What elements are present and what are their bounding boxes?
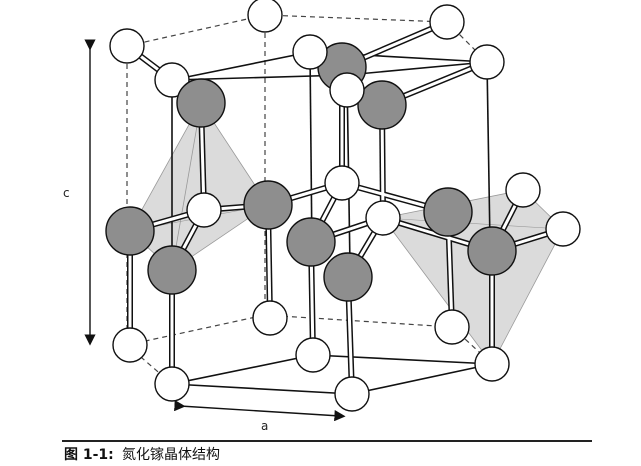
gallium-atom (323, 252, 373, 302)
nitrogen-atom (365, 200, 401, 236)
nitrogen-atom (505, 172, 541, 208)
nitrogen-atom (474, 346, 510, 382)
nitrogen-atom (334, 376, 370, 412)
nitrogen-atom (545, 211, 581, 247)
nitrogen-atom (154, 366, 190, 402)
gallium-atom (357, 80, 407, 130)
nitrogen-atom (329, 72, 365, 108)
nitrogen-atom (434, 309, 470, 345)
atoms (105, 0, 581, 412)
nitrogen-atom (109, 28, 145, 64)
gallium-atom (286, 217, 336, 267)
nitrogen-atom (324, 165, 360, 201)
nitrogen-atom (295, 337, 331, 373)
nitrogen-atom (247, 0, 283, 33)
tetrahedron-right (382, 189, 564, 365)
a-axis-label: a (261, 419, 268, 433)
caption-label: 图 1-1: (64, 447, 114, 463)
nitrogen-atom (112, 327, 148, 363)
gallium-atom (423, 187, 473, 237)
nitrogen-atom (429, 4, 465, 40)
gallium-atom (176, 78, 226, 128)
gallium-atom (147, 245, 197, 295)
a-axis: a (174, 400, 346, 433)
caption-text: 氮化镓晶体结构 (122, 447, 220, 463)
nitrogen-atom (252, 300, 288, 336)
nitrogen-atom (154, 62, 190, 98)
gallium-atom (243, 180, 293, 230)
gallium-atom (105, 206, 155, 256)
nitrogen-atom (292, 34, 328, 70)
c-axis-label: c (63, 186, 70, 200)
figure-caption: 图 1-1: 氮化镓晶体结构 (62, 440, 592, 464)
nitrogen-atom (186, 192, 222, 228)
gallium-atom (467, 226, 517, 276)
nitrogen-atom (469, 44, 505, 80)
c-axis: c (63, 39, 96, 346)
gan-crystal-diagram: c a (63, 0, 581, 433)
